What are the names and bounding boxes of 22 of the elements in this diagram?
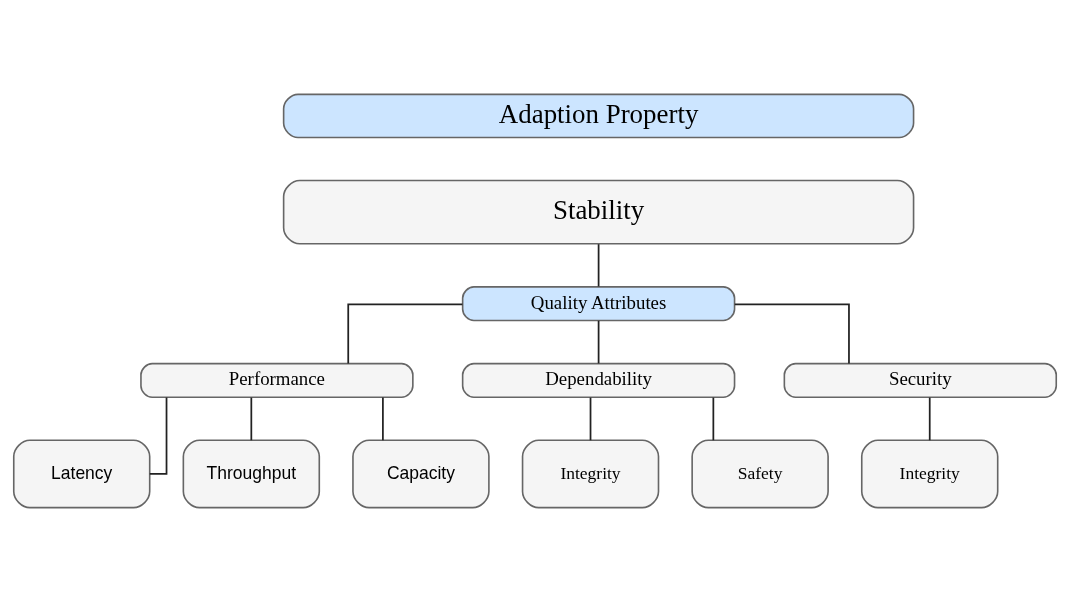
node-box: Capacity [352, 439, 490, 509]
connector [712, 396, 715, 442]
connector [382, 396, 384, 442]
node-box: Safety [691, 439, 829, 509]
node-box: Performance [140, 362, 414, 399]
node-box: Security [783, 362, 1058, 399]
connector [589, 396, 592, 442]
connector [597, 243, 600, 288]
connector [148, 396, 168, 475]
connector [347, 303, 464, 365]
connector [597, 319, 600, 365]
node-box: Integrity [860, 439, 999, 509]
node-box: Throughput [182, 439, 321, 509]
node-box: Latency [12, 439, 151, 509]
node-box: Dependability [461, 362, 736, 399]
node-box: Stability [282, 179, 915, 245]
connector [250, 396, 253, 442]
node-box: Quality Attributes [461, 286, 736, 322]
node-box: Integrity [521, 439, 660, 509]
connector [928, 396, 931, 442]
connector [733, 303, 850, 365]
node-box: Adaption Property [282, 93, 915, 139]
